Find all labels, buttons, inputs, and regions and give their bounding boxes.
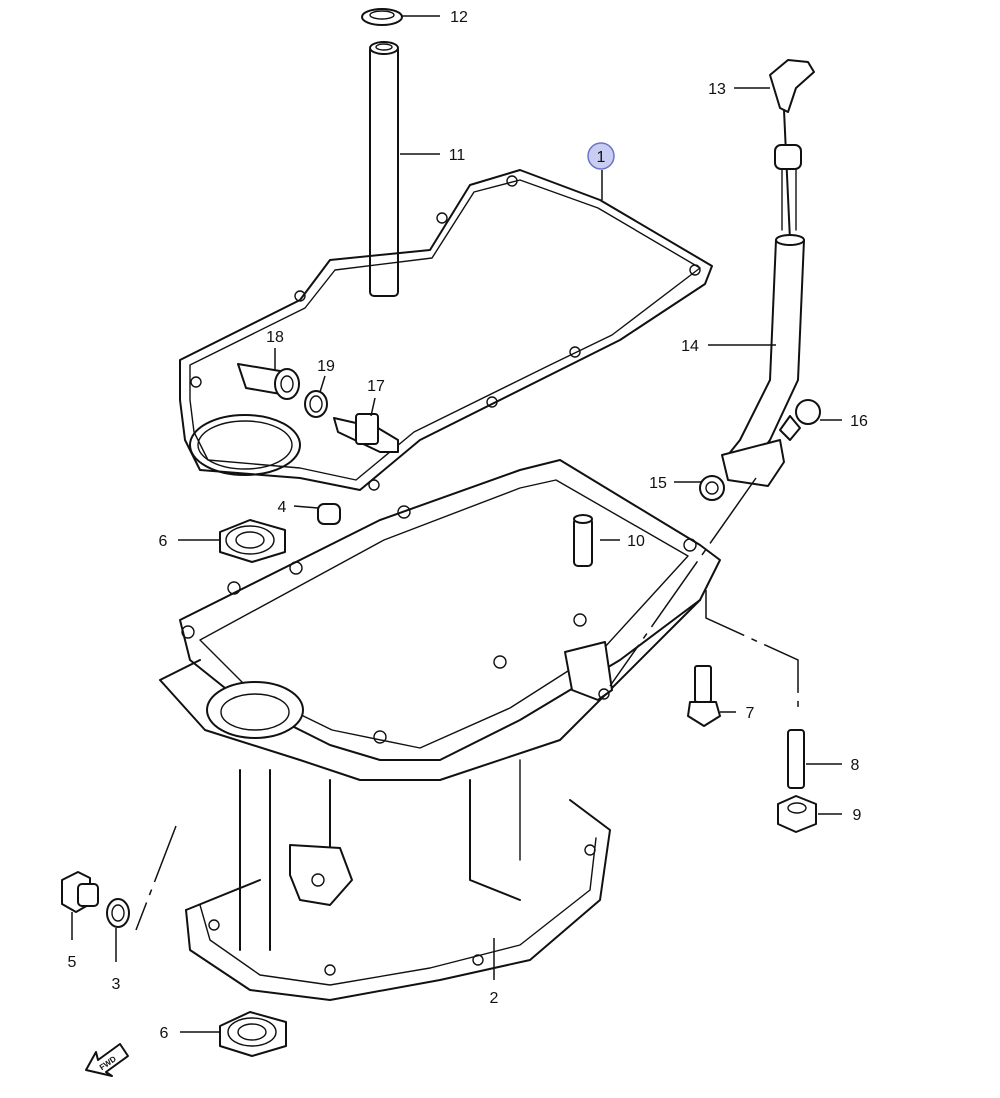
callout-labels: 1 2 3 4 5 6 6 7 8 9 10 11 12 13 14 15 16… xyxy=(68,9,868,1042)
hose-clamp-part[interactable] xyxy=(361,8,403,26)
pipe-part[interactable] xyxy=(369,41,399,297)
callout-8[interactable]: 8 xyxy=(851,757,860,774)
plug-4-part[interactable] xyxy=(317,503,341,525)
oil-seal-lower-part[interactable] xyxy=(219,1011,287,1057)
guide-tube-part[interactable] xyxy=(721,234,805,487)
sleeve-part[interactable] xyxy=(237,363,300,400)
leader-lines xyxy=(71,15,842,1033)
bolt-16-part[interactable] xyxy=(779,399,821,441)
callout-3[interactable]: 3 xyxy=(112,976,121,993)
callout-11[interactable]: 11 xyxy=(449,147,466,164)
callout-10[interactable]: 10 xyxy=(627,533,645,550)
callout-6-upper[interactable]: 6 xyxy=(159,533,168,550)
callout-6-lower[interactable]: 6 xyxy=(160,1025,169,1042)
washer-3-part[interactable] xyxy=(106,898,130,928)
callout-13[interactable]: 13 xyxy=(708,81,726,98)
dipstick-part[interactable] xyxy=(769,59,815,241)
gasket-part[interactable] xyxy=(179,169,713,491)
callout-9[interactable]: 9 xyxy=(853,807,862,824)
oil-seal-upper-part[interactable] xyxy=(219,519,286,563)
callout-5[interactable]: 5 xyxy=(68,954,77,971)
callout-15[interactable]: 15 xyxy=(649,475,667,492)
callout-14[interactable]: 14 xyxy=(681,338,699,355)
washer-15-part[interactable] xyxy=(699,475,725,501)
bolt-7-part[interactable] xyxy=(687,665,721,727)
callout-19[interactable]: 19 xyxy=(317,358,335,375)
callout-2[interactable]: 2 xyxy=(490,990,499,1007)
sensor-part[interactable] xyxy=(333,413,399,453)
callout-18[interactable]: 18 xyxy=(266,329,284,346)
callout-12[interactable]: 12 xyxy=(450,9,468,26)
oil-pan-part[interactable] xyxy=(159,459,721,1001)
callout-4[interactable]: 4 xyxy=(278,499,287,516)
callout-16[interactable]: 16 xyxy=(850,413,868,430)
drain-plug-part[interactable] xyxy=(61,871,99,913)
fwd-arrow-icon: FWD xyxy=(85,1043,129,1077)
highlight-circle xyxy=(587,142,615,170)
nut-part[interactable] xyxy=(777,795,817,833)
dowel-pin-part[interactable] xyxy=(573,514,593,567)
callout-17[interactable]: 17 xyxy=(367,378,385,395)
stud-part[interactable] xyxy=(787,729,805,789)
o-ring-19-part[interactable] xyxy=(304,390,328,418)
callout-1[interactable]: 1 xyxy=(597,149,606,166)
callout-7[interactable]: 7 xyxy=(746,705,755,722)
